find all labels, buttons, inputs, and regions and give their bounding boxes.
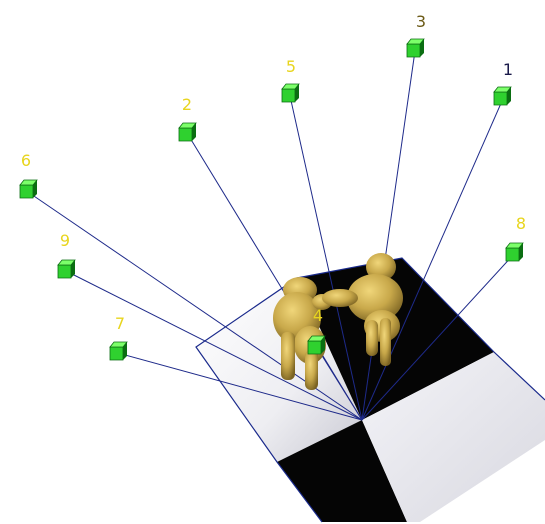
camera-label-7: 7 <box>115 314 125 333</box>
camera-cube-icon <box>494 92 507 105</box>
camera-cube-icon <box>110 347 123 360</box>
camera-cube-icon <box>407 44 420 57</box>
camera-cube-icon <box>308 341 321 354</box>
camera-9: 9 <box>58 231 75 278</box>
camera-label-4: 4 <box>313 306 323 325</box>
camera-label-2: 2 <box>182 95 192 114</box>
camera-label-6: 6 <box>21 151 31 170</box>
camera-7: 7 <box>110 314 127 360</box>
camera-1: 1 <box>494 60 513 105</box>
camera-5: 5 <box>282 57 299 102</box>
camera-cube-icon <box>58 265 71 278</box>
camera-3: 3 <box>407 12 426 57</box>
camera-cube-icon <box>282 89 295 102</box>
camera-label-1: 1 <box>503 60 513 79</box>
camera-8: 8 <box>506 214 526 261</box>
camera-2: 2 <box>179 95 196 141</box>
camera-cube-icon <box>179 128 192 141</box>
camera-cube-icon <box>506 248 519 261</box>
camera-6: 6 <box>20 151 37 198</box>
camera-label-3: 3 <box>416 12 426 31</box>
camera-cube-icon <box>20 185 33 198</box>
camera-label-8: 8 <box>516 214 526 233</box>
camera-label-9: 9 <box>60 231 70 250</box>
camera-label-5: 5 <box>286 57 296 76</box>
